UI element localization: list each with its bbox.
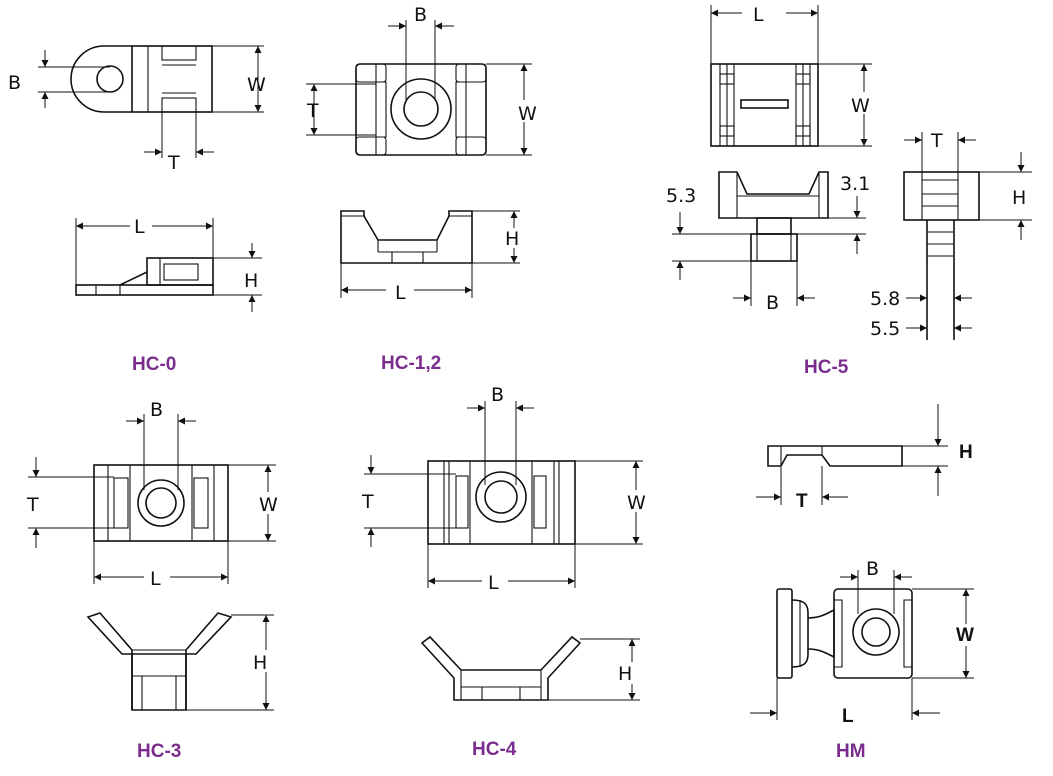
hm-l-label: L <box>842 706 854 727</box>
hc5-5-5-label: 5.5 <box>870 318 900 340</box>
hc5-5-8-label: 5.8 <box>870 288 900 310</box>
hc5-3-1-label: 3.1 <box>840 173 870 195</box>
hc3-h-label: H <box>253 652 267 674</box>
hc3-top-dimensions <box>28 414 276 584</box>
hc0-l-label: L <box>134 216 145 238</box>
hc5-caption: HC-5 <box>804 357 849 378</box>
hc3-top-view <box>93 464 229 542</box>
hc4-h-label: H <box>618 663 632 685</box>
hc5-labels: L W 5.3 3.1 B T H 5.8 5.5 <box>666 2 1032 340</box>
hc5-t-label: T <box>930 130 943 152</box>
hc5-5-3-label: 5.3 <box>666 185 696 207</box>
hc4-side-view <box>420 635 582 701</box>
hc5-b-label: B <box>766 292 779 314</box>
hc4-labels: B T W L H <box>361 384 648 685</box>
hm-side-view <box>767 445 903 467</box>
hc3-t-label: T <box>26 494 39 516</box>
hc0-side-dimensions <box>75 218 262 312</box>
hm-w-label: W <box>956 625 974 646</box>
hm-h-label: H <box>959 442 973 463</box>
hc0-h-label: H <box>244 270 258 292</box>
hc12-t-label: T <box>306 100 319 122</box>
hc4-caption: HC-4 <box>472 739 517 760</box>
hc12-caption: HC-1,2 <box>381 353 441 374</box>
hc12-l-label: L <box>395 282 406 304</box>
hc12-h-label: H <box>505 228 519 250</box>
hm-caption: HM <box>836 741 866 762</box>
hc0-w-label: W <box>247 74 266 96</box>
hc3-side-view <box>86 612 233 711</box>
hc4-top-view <box>427 460 576 545</box>
hc0-caption: HC-0 <box>132 354 176 375</box>
hc5-end-dimensions <box>904 132 1032 332</box>
hc0-top-view <box>70 45 213 113</box>
hc4-b-label: B <box>491 384 504 406</box>
hc5-top-view <box>710 63 819 147</box>
hm-top-dimensions <box>750 570 974 720</box>
hm-top-view <box>776 588 913 679</box>
hc3-l-label: L <box>150 568 161 590</box>
hc5-end-view <box>903 171 980 340</box>
hc5-side-dimensions <box>672 196 866 306</box>
hc5-top-dimensions <box>710 5 872 147</box>
hc12-top-dimensions <box>306 20 532 156</box>
hc12-side-view <box>340 210 473 264</box>
hc0-t-label: T <box>167 152 180 174</box>
hc4-t-label: T <box>361 491 374 513</box>
hc5-w-label: W <box>851 95 870 117</box>
hc4-w-label: W <box>627 492 646 514</box>
hc5-h-label: H <box>1012 187 1026 209</box>
hc5-side-view <box>718 171 829 262</box>
hc0-labels: B W T L H <box>8 72 266 292</box>
hc3-w-label: W <box>259 494 278 516</box>
hc12-b-label: B <box>414 4 427 26</box>
hc12-labels: B W T H L <box>306 4 537 304</box>
hc0-top-dimensions <box>38 45 264 158</box>
hc0-b-label: B <box>8 72 21 94</box>
hm-t-label: T <box>796 491 808 512</box>
hc12-w-label: W <box>518 103 537 125</box>
hc3-caption: HC-3 <box>137 741 181 762</box>
hm-labels: H T B W L <box>796 442 980 727</box>
hm-b-label: B <box>866 558 879 580</box>
hc3-labels: B T W L H <box>26 399 280 674</box>
hc12-top-view <box>355 63 487 156</box>
hc4-l-label: L <box>488 572 499 594</box>
hc4-top-dimensions <box>364 401 643 588</box>
hm-side-dimensions <box>756 404 948 505</box>
hc5-l-label: L <box>753 4 764 26</box>
hc0-side-view <box>75 257 214 296</box>
hc3-b-label: B <box>150 399 163 421</box>
